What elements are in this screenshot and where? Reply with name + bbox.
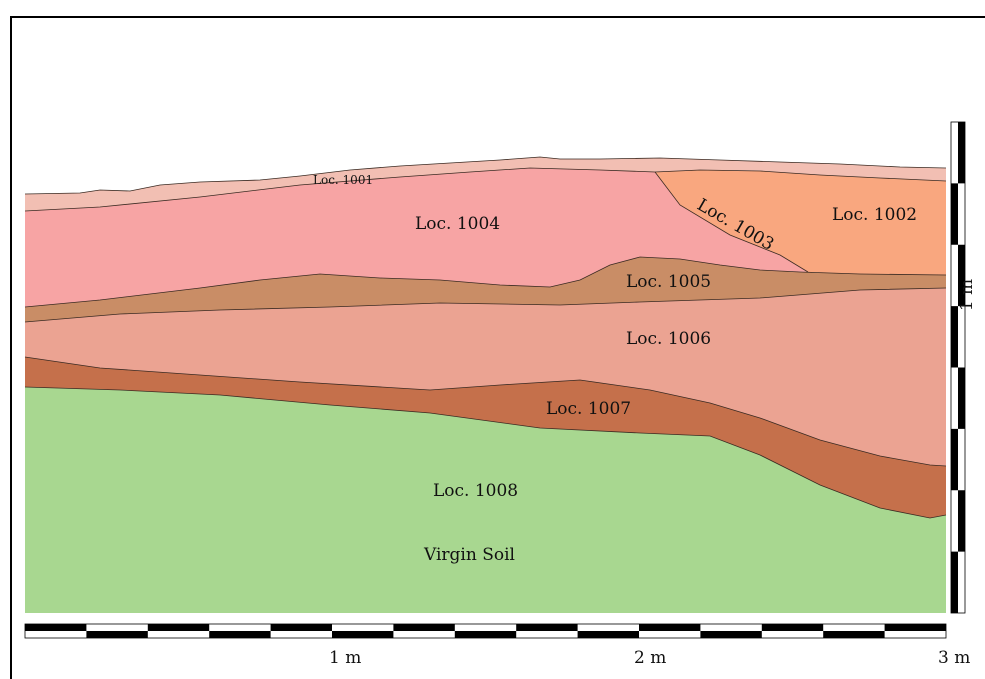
layer-1005 xyxy=(25,257,946,322)
label-loc-1008: Loc. 1008 xyxy=(433,481,518,501)
scale-segment xyxy=(516,624,578,631)
scale-segment xyxy=(761,624,824,631)
layer-boundaries xyxy=(24,156,947,519)
vscale-segment xyxy=(958,490,965,552)
scale-segment xyxy=(884,624,946,631)
scale-segment xyxy=(454,631,517,638)
label-virgin-soil: Virgin Soil xyxy=(423,545,515,565)
label-loc-1007: Loc. 1007 xyxy=(546,399,631,419)
vscale-segment xyxy=(958,367,965,429)
layer-1006 xyxy=(25,288,946,466)
layer-1008 xyxy=(25,387,946,613)
vscale-segment xyxy=(951,428,958,491)
vscale-segment xyxy=(958,244,965,307)
scale-segment xyxy=(393,624,455,631)
vscale-segment xyxy=(951,551,958,613)
label-loc-1001: Loc. 1001 xyxy=(313,173,373,187)
scale-segment xyxy=(639,624,701,631)
scale-segment xyxy=(147,624,210,631)
scale-label-2m: 2 m xyxy=(634,648,666,668)
scale-segment xyxy=(86,631,148,638)
scale-segment xyxy=(270,624,332,631)
scale-label-1m: 1 m xyxy=(329,648,361,668)
scale-label-3m: 3 m xyxy=(938,648,970,668)
label-loc-1006: Loc. 1006 xyxy=(626,329,711,349)
layer-1007 xyxy=(25,357,946,518)
scale-segment xyxy=(332,631,394,638)
scale-segment xyxy=(25,624,87,631)
vscale-segment xyxy=(958,122,965,184)
label-loc-1002: Loc. 1002 xyxy=(832,205,917,225)
vertical-scale-bar xyxy=(950,121,966,614)
layer-1002 xyxy=(655,170,946,275)
vscale-outline xyxy=(950,121,966,614)
vertical-scale-label: 1 m xyxy=(957,279,977,311)
layer-1004 xyxy=(25,168,808,307)
vscale-segment xyxy=(951,306,958,368)
scale-segment xyxy=(823,631,885,638)
label-loc-1004: Loc. 1004 xyxy=(415,214,500,234)
label-loc-1005: Loc. 1005 xyxy=(626,272,711,292)
scale-segment xyxy=(209,631,271,638)
layer-1001 xyxy=(25,157,946,211)
vscale-segment xyxy=(951,183,958,245)
scale-outline xyxy=(24,623,947,639)
scale-segment xyxy=(700,631,762,638)
horizontal-scale-bar xyxy=(24,623,947,639)
scale-segment xyxy=(577,631,639,638)
